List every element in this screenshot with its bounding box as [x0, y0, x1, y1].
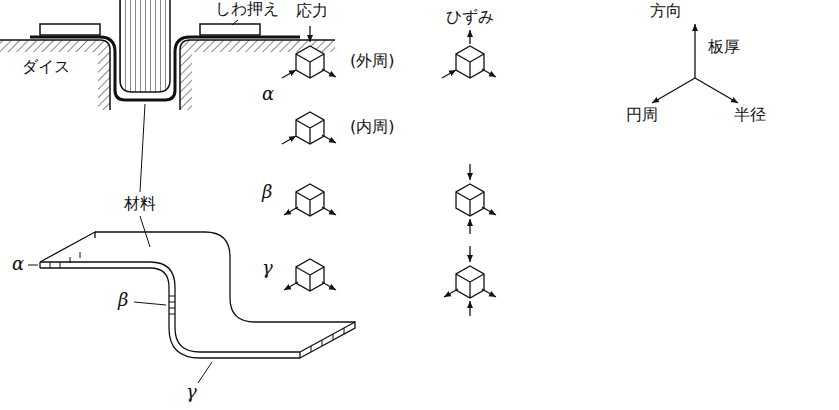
die-section: [0, 0, 335, 110]
axis-label: 方向: [650, 2, 682, 20]
section-mark: γ: [186, 382, 197, 403]
section-mark: α: [12, 254, 24, 275]
axis-label: 円周: [626, 106, 658, 124]
direction-axes: [652, 24, 738, 103]
position-label: (内周): [350, 118, 394, 136]
leader-lines: [140, 104, 150, 247]
column-heading: ひずみ: [446, 8, 494, 26]
part-label: ダイス: [22, 58, 70, 76]
section-mark: β: [118, 290, 128, 311]
row-mark: α: [262, 84, 274, 105]
column-heading: 応力: [296, 2, 328, 20]
part-label: 材料: [124, 195, 156, 213]
row-mark: γ: [262, 258, 273, 279]
row-mark: β: [262, 182, 272, 203]
position-label: (外周): [350, 52, 394, 70]
stress-cubes: [282, 26, 336, 291]
material-sketch: [28, 232, 355, 383]
axis-label: 板厚: [708, 38, 740, 56]
axis-label: 半径: [734, 106, 766, 124]
part-label: しわ押え: [215, 0, 279, 18]
strain-cubes: [442, 30, 496, 316]
